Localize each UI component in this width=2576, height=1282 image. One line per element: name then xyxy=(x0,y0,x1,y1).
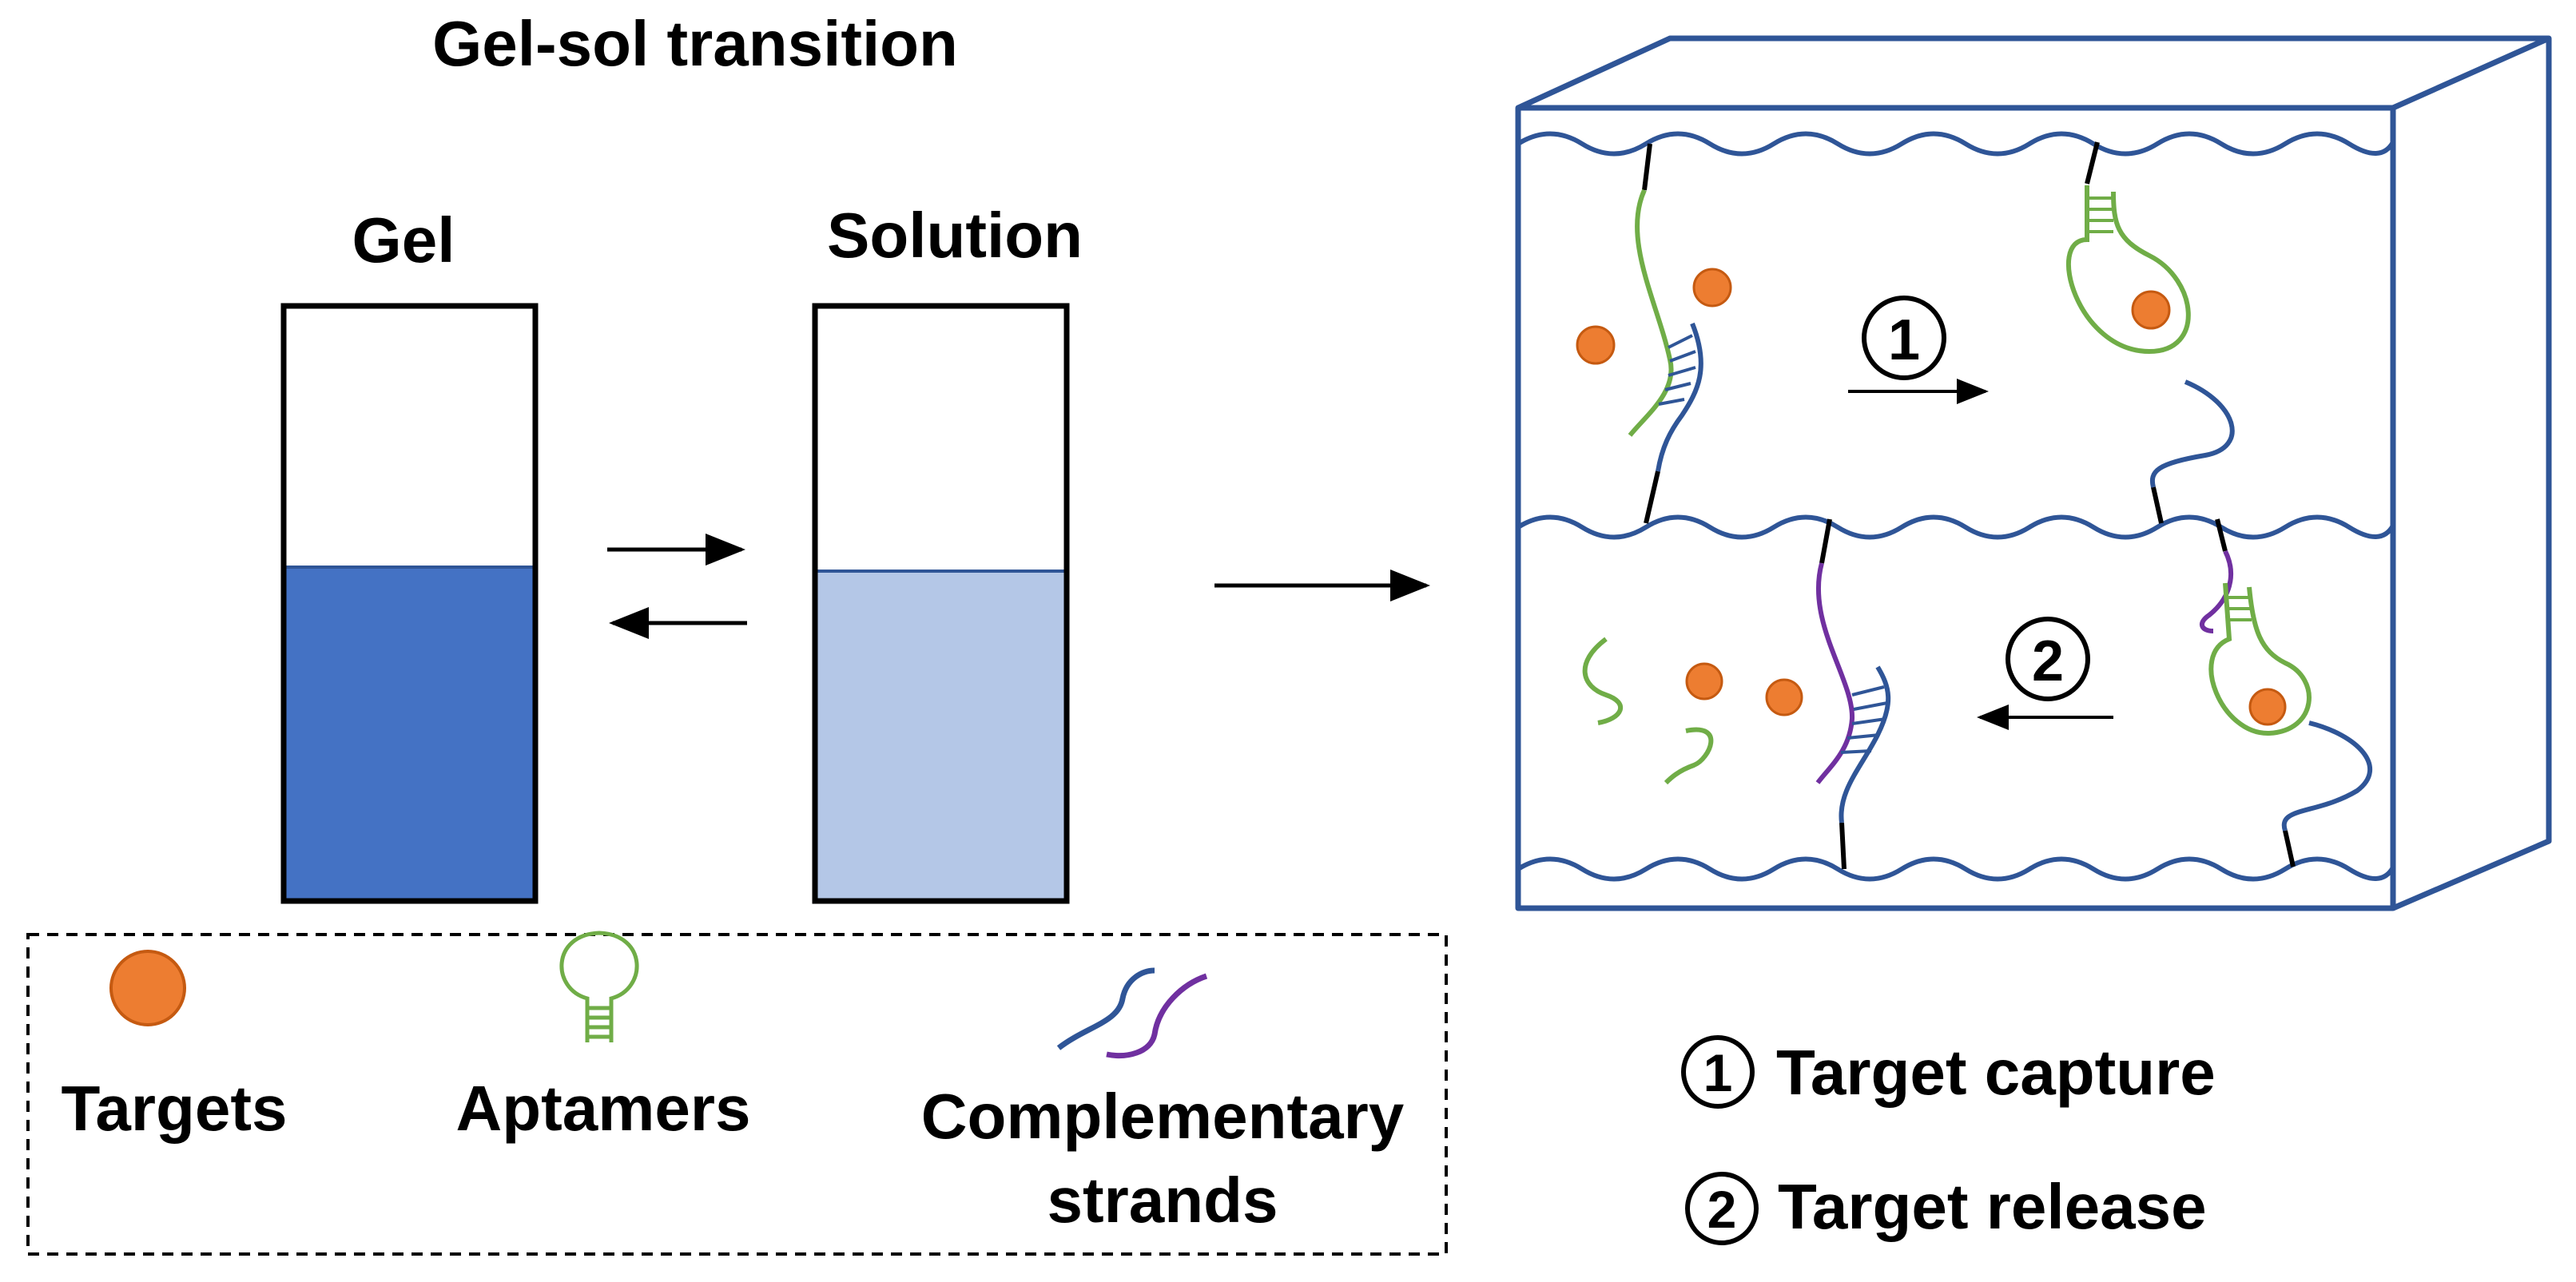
target-particle xyxy=(1685,662,1723,701)
hydrogel-box xyxy=(1515,35,2552,911)
step2-label-number: 2 xyxy=(1707,1180,1737,1239)
solution-label: Solution xyxy=(827,200,1083,271)
aptamer-legend-icon xyxy=(559,931,639,1042)
polymer-chains xyxy=(1517,131,2395,882)
target-particle xyxy=(2131,290,2171,330)
target-particle xyxy=(2248,688,2287,726)
crosslink-upper-left xyxy=(1628,143,1703,524)
aptamer-target-complex-lower xyxy=(2200,518,2372,867)
target-legend-icon xyxy=(109,950,186,1026)
step1-label-number: 1 xyxy=(1703,1043,1733,1102)
gel-vial xyxy=(280,303,539,904)
aptamer-target-complex-upper xyxy=(2065,141,2235,524)
complementary-legend-icon xyxy=(1056,967,1208,1059)
hydrogel-box-front xyxy=(1515,105,2396,911)
hydrogel-box-side xyxy=(2391,38,2552,911)
legend-complementary-line1: Complementary xyxy=(921,1081,1405,1152)
solution-vial xyxy=(812,303,1070,904)
legend-box: Targets Aptamers Complementary strands xyxy=(26,931,1448,1256)
step2-label-group: 2 Target release xyxy=(1685,1171,2207,1245)
step2-label: Target release xyxy=(1778,1171,2207,1242)
legend-targets: Targets xyxy=(61,1073,287,1144)
diagram-title: Gel-sol transition xyxy=(432,8,958,79)
legend-complementary-line2: strands xyxy=(1047,1165,1278,1236)
solution-vial-liquid xyxy=(815,571,1067,901)
crosslink-lower-left xyxy=(1815,518,1891,870)
gel-vial-outline xyxy=(280,303,539,904)
step1-label: Target capture xyxy=(1776,1037,2216,1108)
hydrogel-box-top xyxy=(1517,35,2552,111)
target-particle xyxy=(1692,268,1732,308)
step1-label-group: 1 Target capture xyxy=(1681,1035,2216,1109)
step2-marker: 2 xyxy=(2006,617,2090,701)
step1-marker: 1 xyxy=(1862,296,1946,380)
target-particle xyxy=(1576,325,1616,365)
step1-marker-number: 1 xyxy=(1888,308,1920,372)
gel-vial-liquid xyxy=(284,567,535,901)
solution-vial-outline xyxy=(812,303,1070,904)
gel-label: Gel xyxy=(352,204,455,276)
target-particle xyxy=(1765,678,1803,716)
free-aptamers xyxy=(1582,637,1714,785)
step2-marker-number: 2 xyxy=(2032,629,2064,693)
legend-aptamers: Aptamers xyxy=(455,1073,750,1144)
